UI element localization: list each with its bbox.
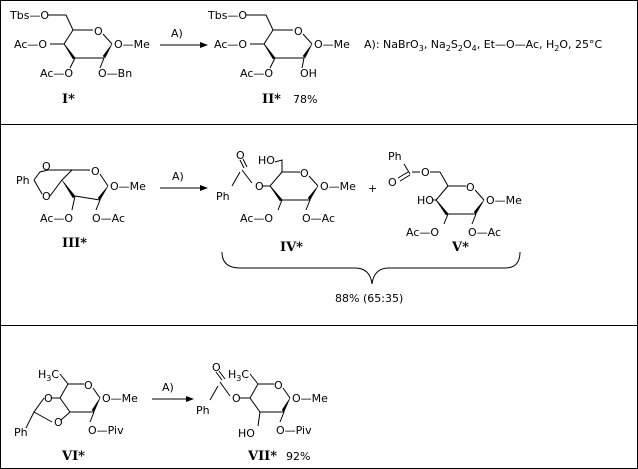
svg-text:Ph: Ph xyxy=(14,426,28,439)
svg-text:O—Me: O—Me xyxy=(486,194,522,207)
svg-text:O—Me: O—Me xyxy=(292,392,328,405)
compound-VII: H3C O O—Me O O Ph HO O—Piv VII* 92% xyxy=(196,361,328,464)
compound-VI: H3C O O—Me O O Ph O—Piv VI* xyxy=(14,368,138,464)
label-I: I* xyxy=(62,92,75,107)
svg-text:O—Piv: O—Piv xyxy=(88,424,124,437)
arrow-3: A) xyxy=(152,381,194,402)
svg-text:O—Me: O—Me xyxy=(102,392,138,405)
svg-text:Ac—O: Ac—O xyxy=(40,212,73,225)
svg-text:O: O xyxy=(255,180,264,193)
label-VI: VI* xyxy=(61,449,85,464)
svg-text:Ac—O: Ac—O xyxy=(406,226,439,239)
svg-text:O: O xyxy=(44,392,53,405)
svg-text:O—Piv: O—Piv xyxy=(276,424,312,437)
yield-II: 78% xyxy=(293,93,317,106)
svg-text:O—Ac: O—Ac xyxy=(302,212,335,225)
label-VII: VII* xyxy=(247,449,277,464)
compound-V: Ph O O O O—Me HO Ac—O O—Ac V* xyxy=(388,150,522,255)
svg-text:O: O xyxy=(294,25,303,38)
text-o-me: O—Me xyxy=(114,38,150,51)
svg-text:O: O xyxy=(91,165,100,178)
svg-text:Tbs—O: Tbs—O xyxy=(207,9,247,22)
compound-I: Tbs—O O Ac—O O—Me Ac—O O—Bn I* xyxy=(9,9,150,107)
svg-text:Ac—O: Ac—O xyxy=(240,67,273,80)
compound-II: Tbs—O O Ac—O O—Me Ac—O OH II* 78% xyxy=(207,9,350,107)
svg-text:Ph: Ph xyxy=(388,150,402,163)
text-tbs-o: Tbs—O xyxy=(9,9,49,22)
svg-text:O—Me: O—Me xyxy=(320,180,356,193)
svg-text:O: O xyxy=(42,160,51,173)
arrow-3-label: A) xyxy=(162,381,174,394)
svg-text:Ac—O: Ac—O xyxy=(240,212,273,225)
svg-text:O: O xyxy=(94,25,103,38)
svg-text:O: O xyxy=(466,181,475,194)
label-IV: IV* xyxy=(280,240,303,255)
compound-IV: HO O O—Me O O Ph Ac—O O—Ac IV* xyxy=(216,149,356,255)
arrow-2: A) xyxy=(160,170,208,191)
svg-text:HO: HO xyxy=(417,194,434,207)
svg-text:O—Bn: O—Bn xyxy=(98,67,132,80)
svg-text:O: O xyxy=(421,166,430,179)
svg-text:O: O xyxy=(232,392,241,405)
grouping-brace xyxy=(221,251,521,285)
svg-text:O: O xyxy=(236,149,245,162)
compound-III: Ph O O O O—Me Ac—O O—Ac III* xyxy=(16,160,146,251)
svg-text:O: O xyxy=(274,379,283,392)
text-oh: OH xyxy=(300,67,317,80)
svg-text:Ac—O: Ac—O xyxy=(214,38,247,51)
svg-text:HO: HO xyxy=(238,427,255,440)
svg-text:O: O xyxy=(388,176,397,189)
arrow-2-label: A) xyxy=(172,170,184,183)
plus-sign: + xyxy=(368,182,377,195)
svg-text:O: O xyxy=(300,167,309,180)
yield-row2: 88% (65:35) xyxy=(335,292,403,305)
svg-text:O: O xyxy=(212,361,221,374)
svg-text:Ph: Ph xyxy=(196,404,210,417)
svg-text:O—Me: O—Me xyxy=(110,180,146,193)
svg-text:O—Ac: O—Ac xyxy=(92,212,125,225)
arrow-1: A) xyxy=(160,27,208,48)
label-II: II* xyxy=(262,92,281,107)
svg-text:Ac—O: Ac—O xyxy=(40,67,73,80)
svg-text:HO: HO xyxy=(258,154,275,167)
svg-text:O: O xyxy=(42,190,51,203)
svg-text:O: O xyxy=(54,416,63,429)
label-V: V* xyxy=(451,240,469,255)
svg-text:O—Me: O—Me xyxy=(314,38,350,51)
svg-text:H3C: H3C xyxy=(228,368,249,383)
label-III: III* xyxy=(62,236,87,251)
svg-text:Ph: Ph xyxy=(216,190,230,203)
yield-VII: 92% xyxy=(286,450,310,463)
svg-text:O: O xyxy=(84,379,93,392)
svg-text:O—Ac: O—Ac xyxy=(468,226,501,239)
reaction-conditions: A): NaBrO3, Na2S2O4, Et—O—Ac, H2O, 25°C xyxy=(364,38,603,53)
svg-text:Ph: Ph xyxy=(16,174,30,187)
arrow-1-label: A) xyxy=(171,27,183,40)
svg-text:H3C: H3C xyxy=(38,368,59,383)
text-ac-o: Ac—O xyxy=(14,38,47,51)
